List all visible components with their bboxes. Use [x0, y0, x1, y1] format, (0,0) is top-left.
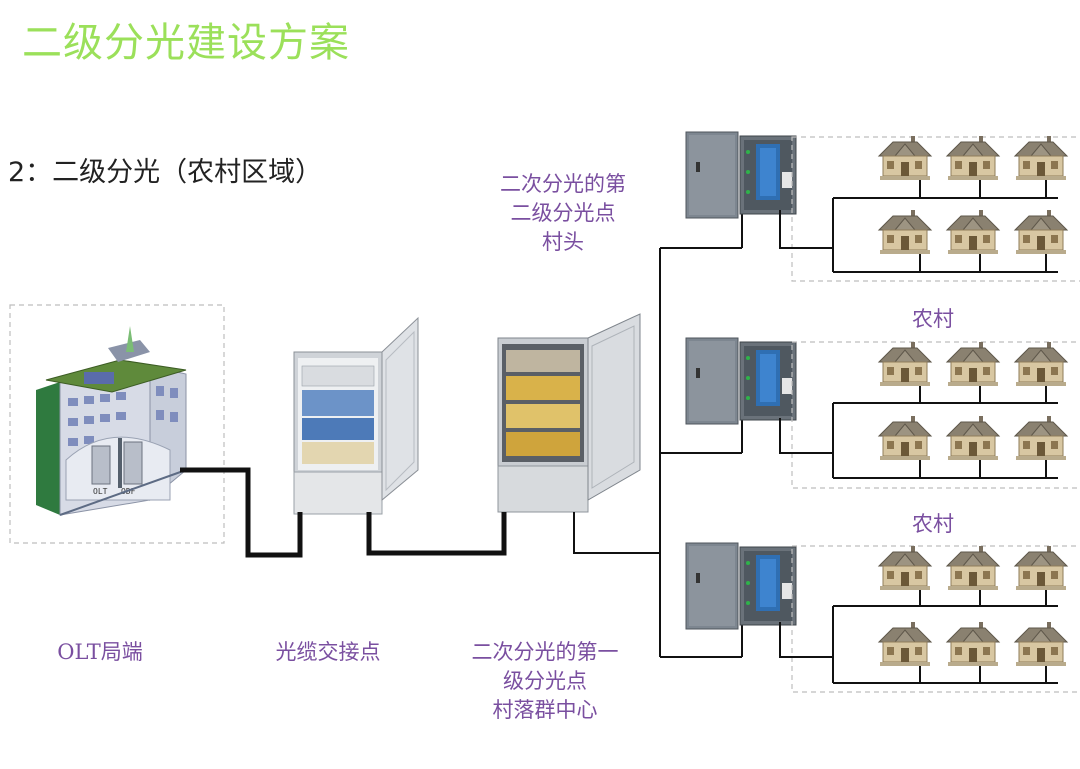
second-level-splitter-box-3: [685, 542, 797, 630]
olt-boundary: [9, 304, 225, 544]
second-level-splitter-label: 二次分光的第 二级分光点 村头: [488, 170, 638, 257]
village-group-2-boundary: [791, 341, 1080, 489]
house-icon: [1014, 209, 1068, 255]
village-group-1-wiring: [779, 180, 1058, 273]
house-icon: [878, 135, 932, 181]
village-group-2-wiring: [779, 386, 1058, 479]
first-level-splitter-cabinet: [497, 313, 641, 513]
olt-building: OLT ODF: [36, 326, 187, 516]
second-level-splitter-box-1: [685, 131, 797, 219]
olt-label: OLT局端: [57, 640, 143, 664]
second-level-splitter-box-2: [685, 337, 797, 425]
second-level-label-line-3: 村头: [542, 230, 584, 254]
house-icon: [878, 341, 932, 387]
house-icon: [1014, 545, 1068, 591]
second-level-label-line-2: 二级分光点: [510, 201, 616, 225]
section-subtitle: 2：二级分光（农村区域）: [8, 157, 323, 188]
house-icon: [878, 415, 932, 461]
cable-cross-label: 光缆交接点: [275, 640, 381, 664]
village-label-1: 农村: [912, 307, 954, 331]
house-icon: [1014, 135, 1068, 181]
house-icon: [1014, 341, 1068, 387]
village-group-1-boundary: [791, 136, 1080, 282]
first-level-label-line-2: 级分光点: [503, 669, 587, 693]
house-icon: [878, 209, 932, 255]
first-level-label-line-1: 二次分光的第一: [471, 640, 619, 664]
page-title: 二级分光建设方案: [22, 20, 350, 66]
house-icon: [946, 415, 1000, 461]
house-icon: [946, 135, 1000, 181]
village-group-3-boundary: [791, 545, 1080, 693]
house-icon: [1014, 621, 1068, 667]
olt-equipment-label: OLT: [93, 487, 108, 496]
house-icon: [946, 545, 1000, 591]
village-group-3-wiring: [779, 590, 1058, 684]
house-icon: [878, 621, 932, 667]
second-level-label-line-1: 二次分光的第: [500, 172, 626, 196]
house-icon: [1014, 415, 1068, 461]
first-level-splitter-label: 二次分光的第一 级分光点 村落群中心: [455, 638, 635, 725]
house-icon: [946, 341, 1000, 387]
house-icon: [878, 545, 932, 591]
house-icon: [946, 209, 1000, 255]
first-level-label-line-3: 村落群中心: [492, 698, 598, 722]
cable-cross-cabinet: [293, 316, 419, 515]
house-icon: [946, 621, 1000, 667]
village-label-2: 农村: [912, 512, 954, 536]
